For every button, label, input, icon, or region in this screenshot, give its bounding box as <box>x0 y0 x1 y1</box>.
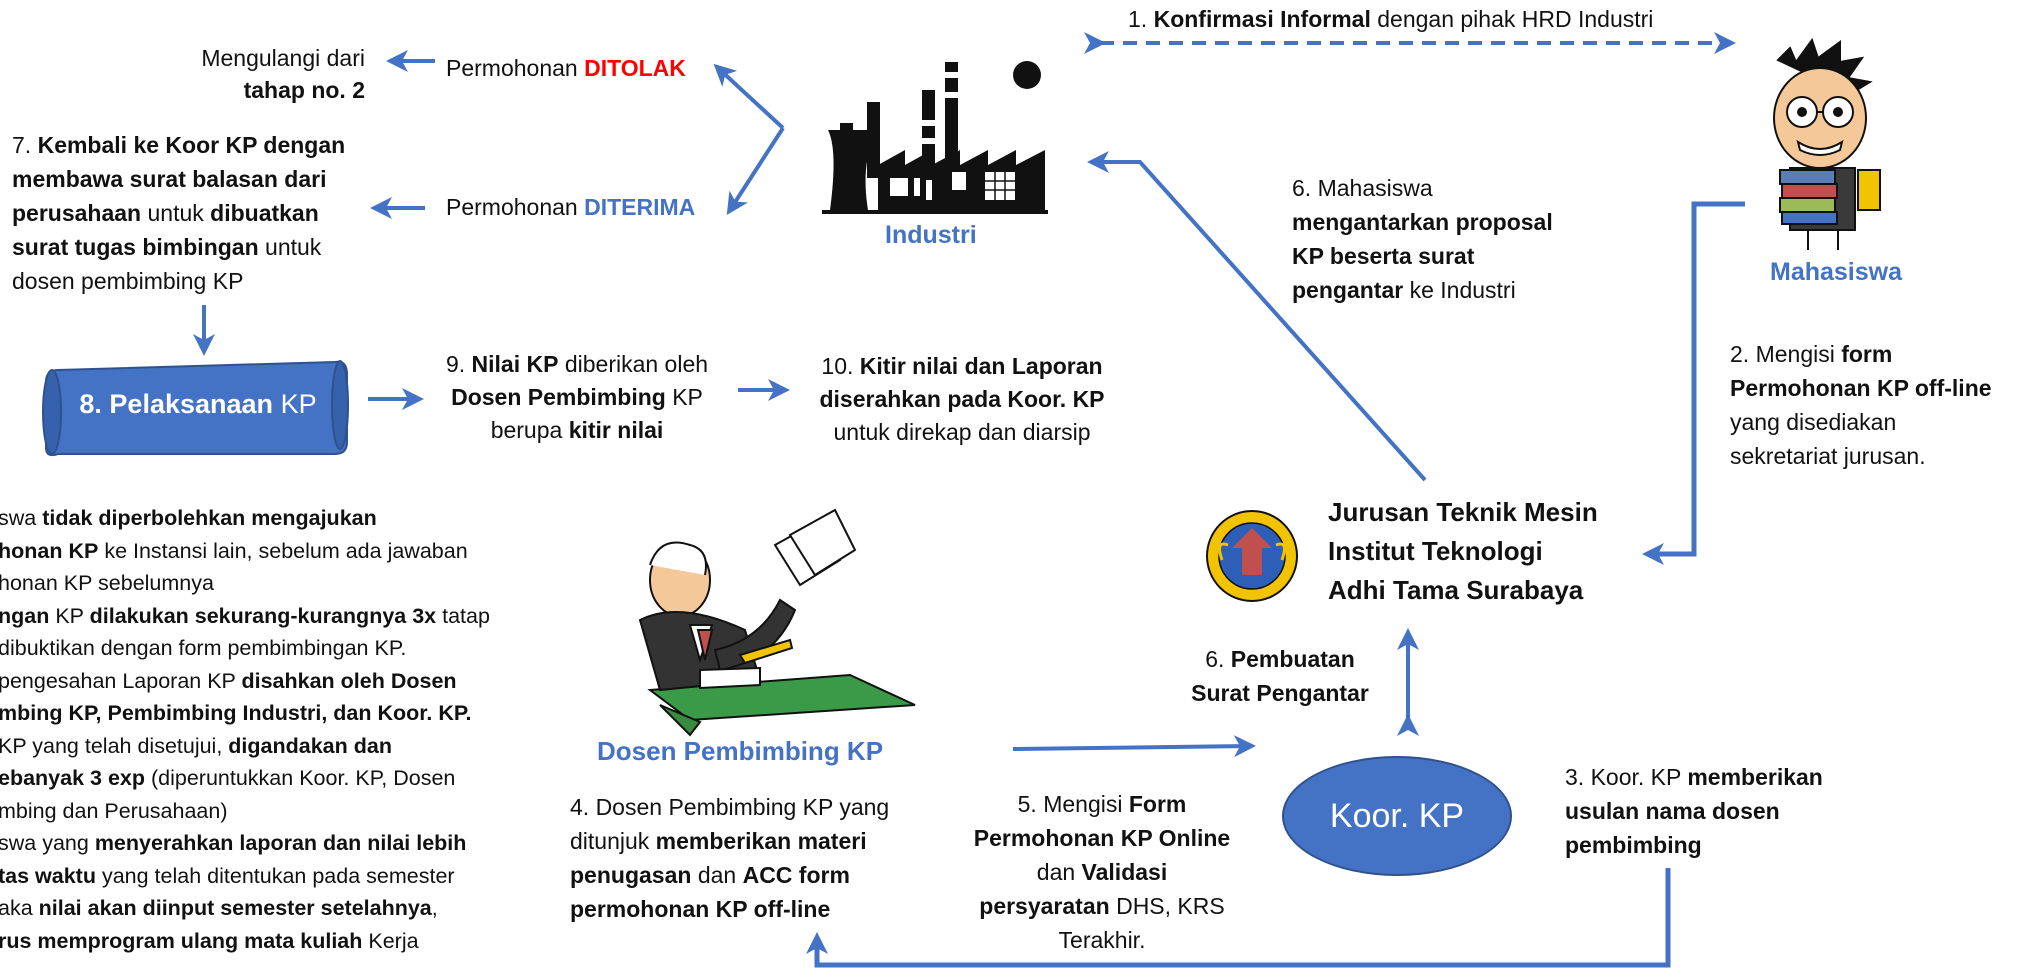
arrow-jurusan-to-industri <box>1087 151 1427 482</box>
itats-logo <box>1206 510 1298 602</box>
step6-proposal-text: 6. Mahasiswa mengantarkan proposal KP be… <box>1292 175 1553 303</box>
step6-surat-text: 6. Pembuatan Surat Pengantar <box>1191 646 1369 706</box>
industri-label: Industri <box>885 221 977 249</box>
arrow-industri-to-diterima <box>726 126 785 216</box>
step4-text: 4. Dosen Pembimbing KP yang ditunjuk mem… <box>570 794 890 922</box>
arrow-koor-to-dosen <box>806 868 1671 968</box>
note-line: tas waktu yang telah ditentukan pada sem… <box>0 863 455 888</box>
arrow-dosen-to-koor <box>1012 735 1256 758</box>
student-cartoon <box>1773 37 1881 250</box>
arrow-mahasiswa-to-jurusan <box>1642 201 1745 565</box>
note-line: honan KP sebelumnya <box>0 571 214 595</box>
step3-text: 3. Koor. KP memberikan usulan nama dosen… <box>1565 764 1823 858</box>
note-line: ebanyak 3 exp (diperuntukkan Koor. KP, D… <box>0 766 456 790</box>
note-line: pengesahan Laporan KP disahkan oleh Dose… <box>0 668 457 693</box>
dosen-label: Dosen Pembimbing KP <box>597 736 884 766</box>
step5-text: 5. Mengisi Form Permohonan KP Online dan… <box>973 791 1231 953</box>
ditolak-label: Permohonan DITOLAK <box>446 55 686 81</box>
note-line: dibuktikan dengan form pembimbingan KP. <box>0 636 407 660</box>
diterima-label: Permohonan DITERIMA <box>446 194 696 220</box>
arrow-industri-to-ditolak <box>713 63 785 130</box>
notes-list: swa tidak diperbolehkan mengajukan honan… <box>0 502 543 957</box>
factory-icon <box>822 61 1048 214</box>
jurusan-title: Jurusan Teknik Mesin Institut Teknologi … <box>1328 497 1598 605</box>
note-line: swa tidak diperbolehkan mengajukan <box>0 506 377 530</box>
note-line: aka nilai akan diinput semester setelahn… <box>0 896 438 920</box>
note-line: mbing KP, Pembimbing Industri, dan Koor.… <box>0 701 472 725</box>
step8-label: 8. Pelaksanaan KP <box>79 389 317 419</box>
mengulangi-text: Mengulangi dari tahap no. 2 <box>201 45 365 103</box>
note-line: mbing dan Perusahaan) <box>0 798 228 823</box>
step7-text: 7. Kembali ke Koor KP dengan membawa sur… <box>12 132 346 294</box>
note-line: ngan KP dilakukan sekurang-kurangnya 3x … <box>0 603 490 628</box>
koor-kp-node: Koor. KP <box>1282 756 1512 876</box>
note-line: rus memprogram ulang mata kuliah Kerja <box>0 928 419 953</box>
note-line: swa yang menyerahkan laporan dan nilai l… <box>0 831 467 855</box>
step1-text: 1. Konfirmasi Informal dengan pihak HRD … <box>1128 6 1654 32</box>
step2-text: 2. Mengisi form Permohonan KP off-line y… <box>1730 341 1992 469</box>
note-line: KP yang telah disetujui, digandakan dan <box>0 733 392 758</box>
mahasiswa-label: Mahasiswa <box>1770 258 1903 286</box>
step10-text: 10. Kitir nilai dan Laporan diserahkan p… <box>819 353 1105 445</box>
step9-text: 9. Nilai KP diberikan oleh Dosen Pembimb… <box>445 351 709 443</box>
pelaksanaan-scroll <box>42 360 349 457</box>
note-line: honan KP ke Instansi lain, sebelum ada j… <box>0 538 468 563</box>
lecturer-cartoon <box>638 508 916 737</box>
